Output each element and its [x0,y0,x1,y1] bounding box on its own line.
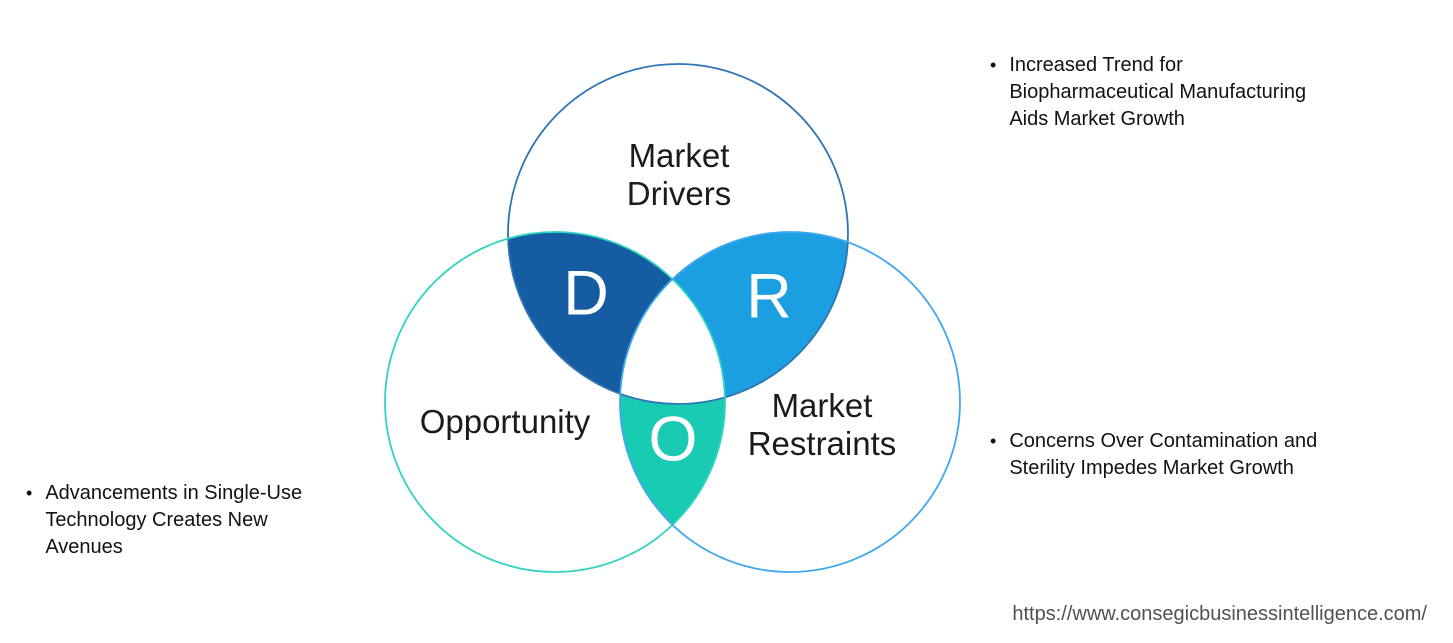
bullet-icon: • [990,55,997,75]
restraints-overlap-letter: R [746,261,792,332]
drivers-circle-outline [507,63,849,405]
restraints-circle-outline [619,231,961,573]
bullet-icon: • [990,431,997,451]
triple-overlap-shape [620,279,725,405]
opportunity-label: Opportunity [419,403,591,440]
drivers-overlap-letter: D [563,258,609,329]
opportunity-circle-outline [384,231,726,573]
opportunity-overlap-letter: O [648,404,698,475]
bullet-icon: • [26,483,33,503]
source-url[interactable]: https://www.consegicbusinessintelligence… [1012,603,1427,625]
